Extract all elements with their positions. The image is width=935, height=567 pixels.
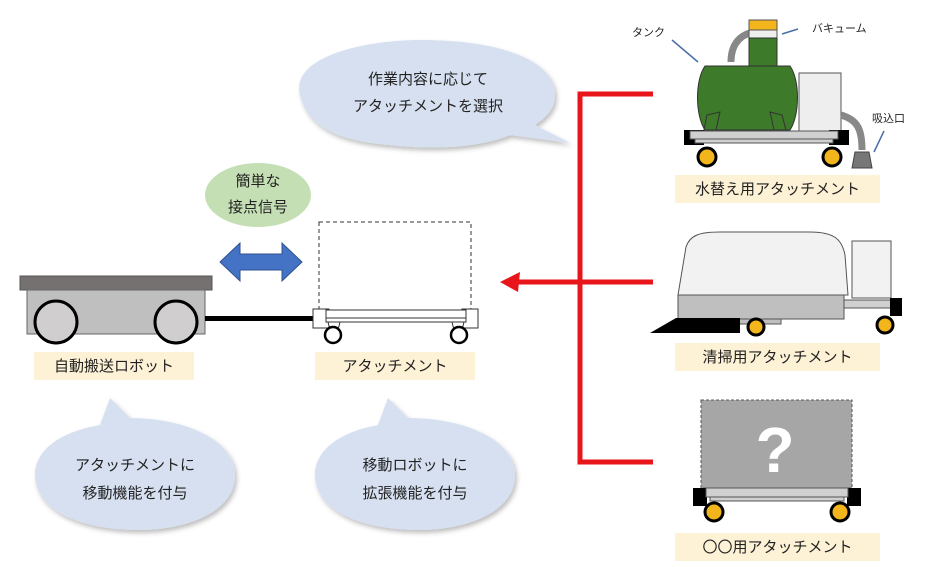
- question-mark: ?: [755, 414, 794, 486]
- agv-robot: [19, 275, 313, 345]
- generic-attachment: [312, 221, 479, 345]
- selection-bracket: [515, 91, 653, 465]
- unknown-attachment-label: 〇〇用アタッチメント: [675, 533, 880, 561]
- inlet-callout: 吸込口: [872, 112, 905, 125]
- top-speech-bubble: [299, 40, 570, 148]
- bottom-right-bubble-line-2: 拡張機能を付与: [362, 484, 468, 502]
- bottom-right-bubble: [315, 398, 515, 530]
- bottom-right-bubble-line-1: 移動ロボットに: [362, 456, 468, 474]
- vacuum-callout: バキューム: [812, 22, 867, 35]
- cleaning-label: 清掃用アタッチメント: [675, 343, 880, 371]
- signal-bubble-line-1: 簡単な: [235, 172, 281, 190]
- water-change-label: 水替え用アタッチメント: [675, 175, 880, 203]
- water-change-attachment: [671, 19, 885, 169]
- top-bubble-line-2: アタッチメントを選択: [352, 97, 503, 115]
- signal-bubble-line-2: 接点信号: [227, 198, 288, 216]
- robot-label: 自動搬送ロボット: [34, 352, 194, 380]
- tank-callout: タンク: [632, 26, 665, 39]
- attachment-label: アタッチメント: [315, 352, 475, 380]
- bottom-left-bubble-line-1: アタッチメントに: [74, 456, 195, 474]
- top-bubble-line-1: 作業内容に応じて: [367, 70, 488, 88]
- unknown-attachment: ?: [693, 399, 861, 523]
- signal-bubble: [205, 163, 311, 227]
- double-arrow-icon: [219, 241, 303, 283]
- red-arrow-head-icon: [500, 272, 520, 292]
- cleaning-attachment: [650, 231, 902, 337]
- bottom-left-bubble-line-2: 移動機能を付与: [82, 484, 188, 502]
- bottom-left-bubble: [35, 398, 235, 530]
